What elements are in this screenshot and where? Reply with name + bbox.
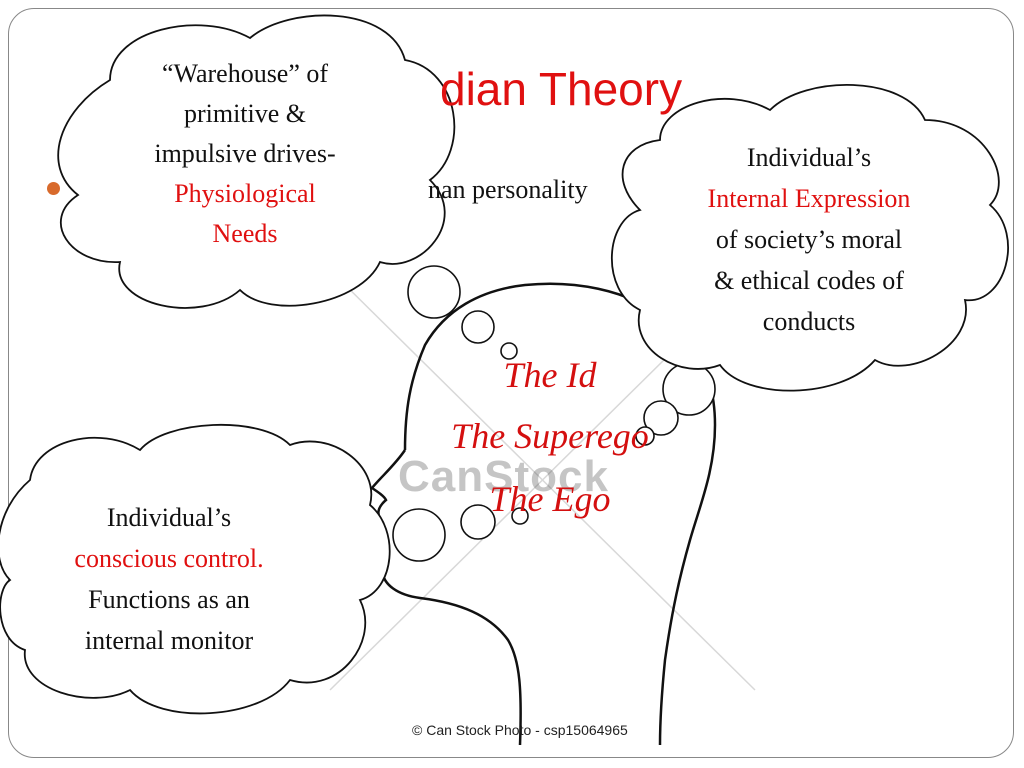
cloud-top-left [57,14,456,309]
cloud-top-left-text: “Warehouse” of primitive & impulsive dri… [130,54,360,254]
ego-line-4: internal monitor [84,626,254,655]
bullet-dot [47,182,60,195]
superego-line-4: & ethical codes of [714,266,904,295]
id-line-5: Needs [212,219,278,248]
id-line-3: impulsive drives- [154,139,336,168]
ego-line-3: Functions as an [88,585,250,614]
cloud-top-right-text: Individual’s Internal Expression of soci… [680,137,938,342]
id-line-4: Physiological [174,179,316,208]
superego-line-1: Individual’s [746,143,872,172]
watermark-text: CanStock [398,452,609,501]
superego-line-5: conducts [762,307,856,336]
cloud-top-right [610,83,1009,392]
id-line-1: “Warehouse” of [161,59,329,88]
photo-credit: © Can Stock Photo - csp15064965 [412,722,628,738]
label-id: The Id [503,355,597,395]
slide-frame [8,8,1014,758]
thought-bubbles [392,265,716,562]
ego-line-1: Individual’s [106,503,232,532]
bullet-text: nan personality [428,175,588,204]
superego-line-2: Internal Expression [707,184,911,213]
label-superego: The Superego [451,416,649,456]
label-ego: The Ego [489,479,611,519]
slide-title: dian Theory [440,63,683,115]
cloud-bottom-left-text: Individual’s conscious control. Function… [44,497,294,661]
superego-line-3: of society’s moral [715,225,903,254]
ego-line-2: conscious control. [74,544,264,573]
cloud-bottom-left [0,424,391,715]
id-line-2: primitive & [183,99,307,128]
